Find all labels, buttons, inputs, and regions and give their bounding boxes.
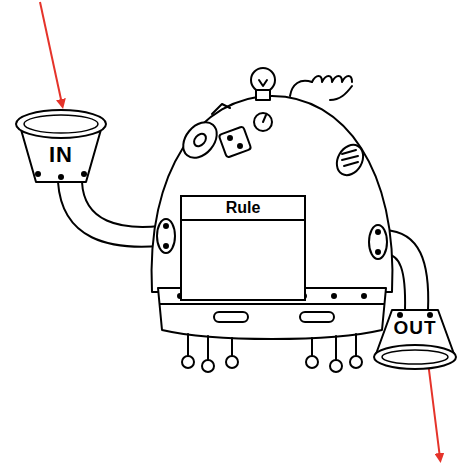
output-cup: OUT (372, 304, 458, 372)
input-arrow (40, 2, 62, 104)
cup-label: IN (14, 144, 108, 166)
cup-label: OUT (372, 318, 458, 337)
machine-legs (182, 334, 362, 372)
vent-grille (332, 140, 369, 180)
pipe-flange (369, 225, 387, 259)
input-cup: IN (14, 108, 108, 188)
output-arrow (428, 362, 440, 458)
dial (254, 113, 272, 131)
base-line (160, 303, 384, 305)
light-bulb (251, 68, 275, 100)
box-heading: Rule (182, 197, 304, 221)
rule-box: Rule (180, 195, 306, 301)
input-pipe (58, 182, 160, 247)
coil-antenna (290, 76, 352, 100)
pipe-flange (157, 219, 175, 253)
cup-outline (372, 304, 458, 372)
gear-panel (176, 104, 251, 164)
